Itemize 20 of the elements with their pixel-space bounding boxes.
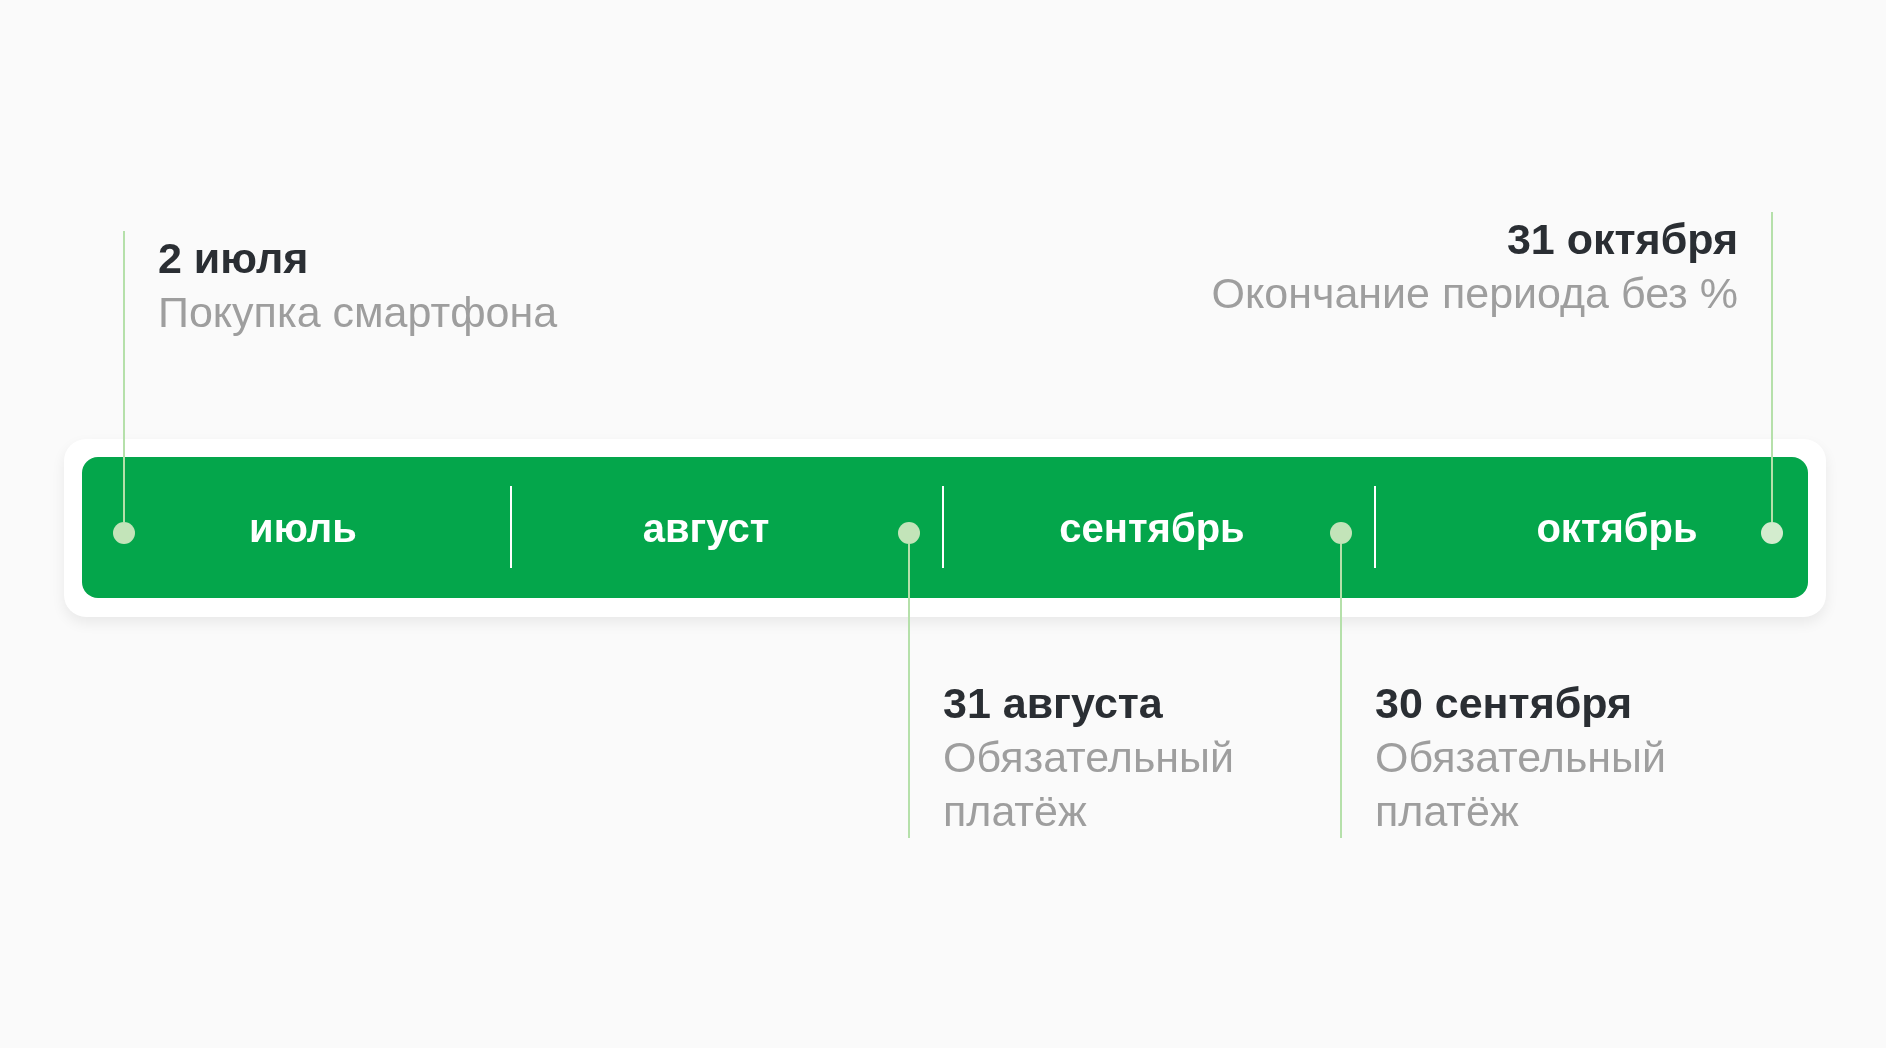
month-label: август bbox=[642, 505, 770, 551]
month-label: сентябрь bbox=[1059, 505, 1245, 551]
event-description: Обязательный платёж bbox=[943, 732, 1234, 837]
date-label: 2 июля bbox=[158, 233, 309, 284]
leader-line bbox=[1771, 211, 1773, 523]
date-label: 31 октября bbox=[1506, 214, 1738, 265]
date-label: 30 сентября bbox=[1375, 678, 1633, 729]
month-label: октябрь bbox=[1536, 505, 1698, 551]
date-label: 31 августа bbox=[943, 678, 1163, 729]
event-description: Окончание периода без % bbox=[1211, 268, 1738, 319]
dot-marker-icon bbox=[1330, 522, 1352, 544]
dot-marker-icon bbox=[898, 522, 920, 544]
dot-marker-icon bbox=[113, 522, 135, 544]
event-description: Обязательный платёж bbox=[1375, 732, 1666, 837]
event-description: Покупка смартфона bbox=[158, 287, 558, 338]
dot-marker-icon bbox=[1761, 522, 1783, 544]
leader-line bbox=[123, 230, 125, 523]
leader-line bbox=[908, 543, 910, 839]
leader-line bbox=[1340, 543, 1342, 839]
month-label: июль bbox=[249, 505, 357, 551]
